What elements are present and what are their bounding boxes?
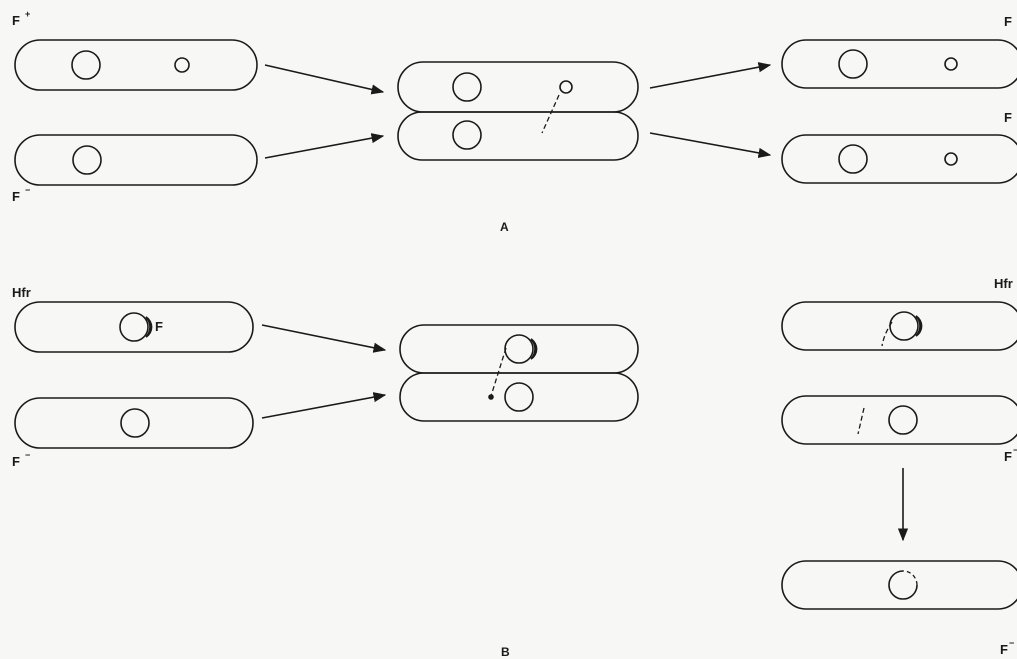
- panel-b-label: B: [501, 645, 510, 659]
- a-product-1-label: F: [1004, 14, 1012, 29]
- a-mating-pair: [397, 61, 639, 161]
- transferring-dna: [541, 94, 560, 134]
- a-product-2-label: F: [1004, 110, 1012, 125]
- transferred-segment: [857, 407, 865, 435]
- a-recipient-label: F: [12, 189, 20, 204]
- arrow: [261, 392, 387, 419]
- a-donor-cell: [14, 39, 258, 91]
- b-recombinant-sign: −: [1009, 638, 1015, 648]
- chromosome: [71, 50, 101, 80]
- b-recipient-label: F: [12, 454, 20, 469]
- chromosome: [452, 72, 482, 102]
- a-product-cell-1: [781, 39, 1017, 89]
- b-hfr-label: Hfr: [12, 285, 31, 300]
- b-product-recipient-label: F: [1004, 449, 1012, 464]
- transferring-dna: [490, 347, 507, 397]
- a-donor-label: F: [12, 13, 20, 28]
- chromosome: [889, 311, 919, 341]
- b-f-factor-label: F: [155, 319, 163, 334]
- chromosome: [504, 382, 534, 412]
- integrated-f-factor: [915, 315, 923, 337]
- chromosome: [838, 144, 868, 174]
- arrow: [264, 64, 385, 95]
- recombinant-chromosome: [888, 570, 918, 600]
- chromosome: [72, 145, 102, 175]
- f-plasmid: [559, 80, 573, 94]
- b-product-recipient-sign: −: [1013, 445, 1017, 455]
- chromosome: [119, 312, 149, 342]
- panel-a: [14, 39, 1017, 186]
- chromosome: [452, 120, 482, 150]
- b-recipient-sign: −: [25, 450, 31, 460]
- b-product-hfr-label: Hfr: [994, 276, 1013, 291]
- arrow: [264, 133, 385, 159]
- arrow: [649, 132, 772, 158]
- transferred-segment: [881, 321, 893, 347]
- b-product-hfr-cell: [781, 301, 1017, 351]
- chromosome: [120, 408, 150, 438]
- panel-b: [14, 301, 1017, 610]
- recombinant-segment: [902, 570, 918, 586]
- b-recombinant-cell: [781, 560, 1017, 610]
- a-product-cell-2: [781, 134, 1017, 184]
- dna-end: [488, 394, 494, 400]
- f-plasmid: [174, 57, 190, 73]
- b-mating-pair: [399, 324, 639, 422]
- integrated-f-factor: [530, 338, 538, 360]
- b-product-recipient-cell: [781, 395, 1017, 445]
- f-plasmid: [944, 57, 958, 71]
- panel-a-label: A: [500, 220, 509, 234]
- arrow: [649, 62, 772, 89]
- integrated-f-factor: [145, 316, 153, 338]
- b-recipient-cell: [14, 397, 254, 449]
- chromosome: [888, 405, 918, 435]
- chromosome: [504, 334, 534, 364]
- a-recipient-sign: −: [25, 185, 31, 195]
- b-recombinant-label: F: [1000, 642, 1008, 657]
- b-hfr-cell: [14, 301, 254, 353]
- chromosome: [838, 49, 868, 79]
- f-plasmid: [944, 152, 958, 166]
- arrow: [261, 324, 387, 353]
- a-recipient-cell: [14, 134, 258, 186]
- a-donor-sign: +: [25, 9, 31, 19]
